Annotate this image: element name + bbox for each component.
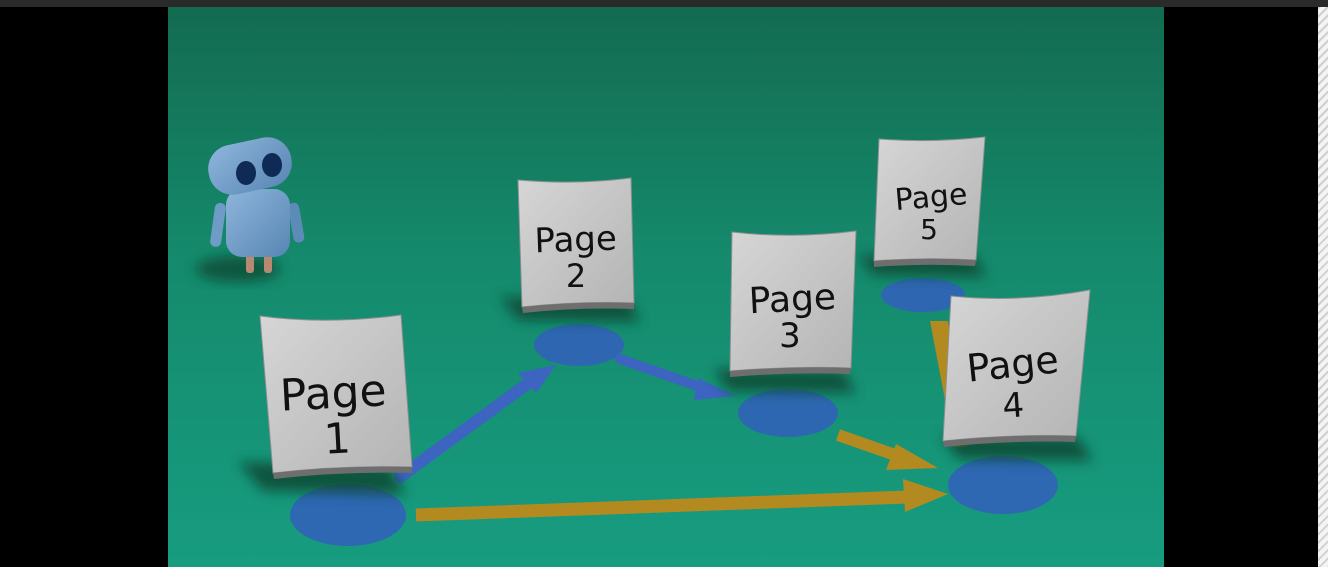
page-1-number: 1	[323, 413, 352, 463]
spot-page-1	[290, 484, 406, 546]
page-5-card: Page 5	[873, 136, 986, 267]
spot-page-4	[948, 456, 1058, 514]
page-5-word: Page	[893, 177, 968, 218]
spots	[290, 278, 1058, 546]
scene-render: Page 1 Page 2 Page 3 Page	[168, 7, 1164, 567]
page-4-card: Page 4	[942, 289, 1091, 447]
spot-page-3	[738, 389, 838, 437]
robot-eye-left	[236, 161, 256, 185]
right-edge-strip	[1318, 7, 1328, 567]
arrow-page2-to-page3	[615, 354, 736, 400]
spot-page-5	[881, 278, 965, 312]
arrow-page3-to-page4	[836, 429, 938, 470]
page-3-number: 3	[779, 316, 801, 356]
page-5-number: 5	[920, 213, 938, 246]
robot-body	[226, 189, 290, 257]
page-2-card: Page 2	[517, 177, 635, 313]
spot-page-2	[534, 324, 624, 366]
scene-svg: Page 1 Page 2 Page 3 Page	[168, 7, 1164, 567]
top-bar	[0, 0, 1328, 7]
page-2-word: Page	[534, 219, 618, 262]
page-3-card: Page 3	[729, 230, 857, 377]
page-4-number: 4	[1001, 385, 1025, 426]
page-4-word: Page	[965, 337, 1061, 390]
robot	[196, 137, 305, 282]
page-1-card: Page 1	[259, 314, 413, 479]
page-1-word: Page	[279, 365, 388, 422]
page-2-number: 2	[566, 257, 586, 295]
arrow-page1-to-page4	[415, 479, 948, 522]
page-3-word: Page	[748, 277, 837, 323]
arrow-page1-to-page2	[394, 365, 556, 483]
robot-eye-right	[262, 153, 282, 177]
